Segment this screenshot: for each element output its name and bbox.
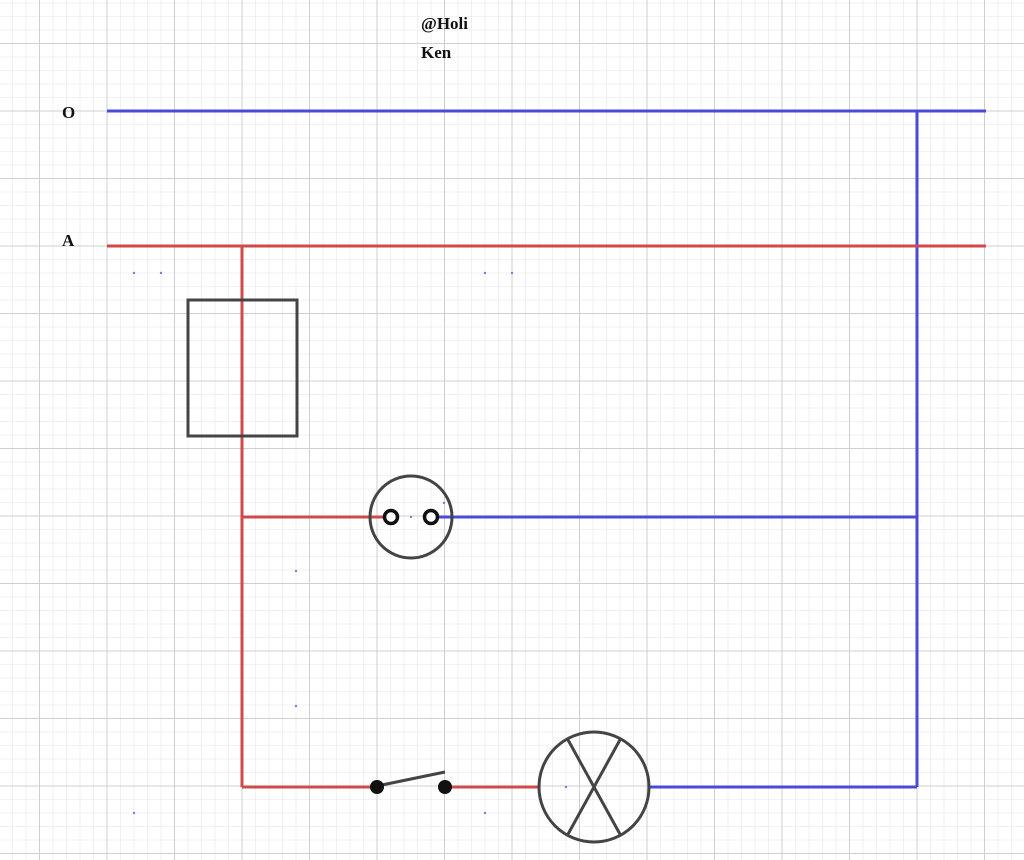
dot bbox=[294, 569, 298, 573]
neutral-wiring bbox=[107, 109, 986, 789]
dot bbox=[132, 811, 136, 815]
dot bbox=[564, 785, 568, 789]
dot bbox=[483, 811, 487, 815]
switch bbox=[370, 770, 452, 794]
socket-pin-left bbox=[382, 508, 400, 526]
socket-outline bbox=[368, 474, 454, 560]
fuse-box bbox=[186, 298, 299, 438]
stray-dots bbox=[132, 271, 568, 815]
lamp-outline bbox=[537, 730, 651, 844]
dot bbox=[442, 501, 446, 505]
switch-contact-right bbox=[438, 780, 452, 794]
dot bbox=[132, 271, 136, 275]
lamp bbox=[537, 730, 651, 844]
switch-lever bbox=[376, 770, 446, 788]
live-line-label: A bbox=[62, 231, 75, 250]
watermark-line-1: @Holi bbox=[421, 14, 468, 33]
socket-pin-right bbox=[422, 508, 440, 526]
live-wiring bbox=[107, 244, 986, 789]
dot bbox=[409, 515, 413, 519]
dot bbox=[294, 704, 298, 708]
dot bbox=[159, 271, 163, 275]
dot bbox=[510, 271, 514, 275]
neutral-line-label: O bbox=[62, 103, 76, 122]
socket bbox=[368, 474, 454, 560]
switch-contact-left bbox=[370, 780, 384, 794]
watermark-line-2: Ken bbox=[421, 43, 452, 62]
dot bbox=[483, 271, 487, 275]
lamp-cross-2 bbox=[565, 737, 623, 837]
